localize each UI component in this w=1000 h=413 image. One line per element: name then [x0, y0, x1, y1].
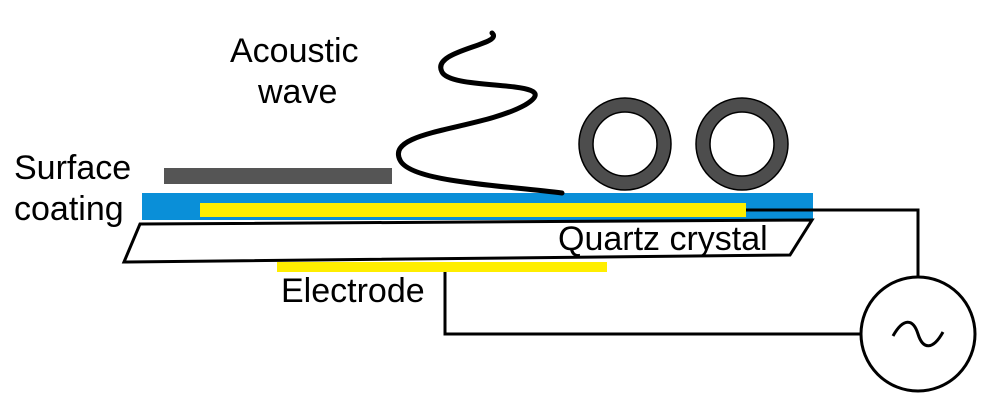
acoustic-wave-label-line1: Acoustic — [230, 32, 359, 70]
ring-left — [579, 98, 671, 190]
ring-right-outline-inner — [709, 111, 775, 177]
wire-bottom — [443, 272, 862, 336]
ring-left-outline-outer — [578, 97, 672, 191]
ring-right-outline-outer — [695, 97, 789, 191]
ring-left-outline-inner — [592, 111, 658, 177]
top-electrode — [200, 203, 746, 217]
surface-coating-label-line1: Surface — [14, 149, 131, 187]
ac-sine-icon — [891, 320, 945, 348]
wire-top — [746, 208, 920, 277]
dark-coating-block — [164, 168, 392, 184]
electrode-label: Electrode — [281, 272, 425, 310]
quartz-crystal-label: Quartz crystal — [558, 220, 768, 258]
quartz-crystal-body — [121, 218, 815, 264]
bottom-electrode — [277, 262, 607, 272]
acoustic-wave-curve — [395, 30, 565, 196]
ring-right — [696, 98, 788, 190]
surface-coating-label-line2: coating — [14, 190, 124, 228]
acoustic-wave-label-line2: wave — [257, 73, 337, 111]
